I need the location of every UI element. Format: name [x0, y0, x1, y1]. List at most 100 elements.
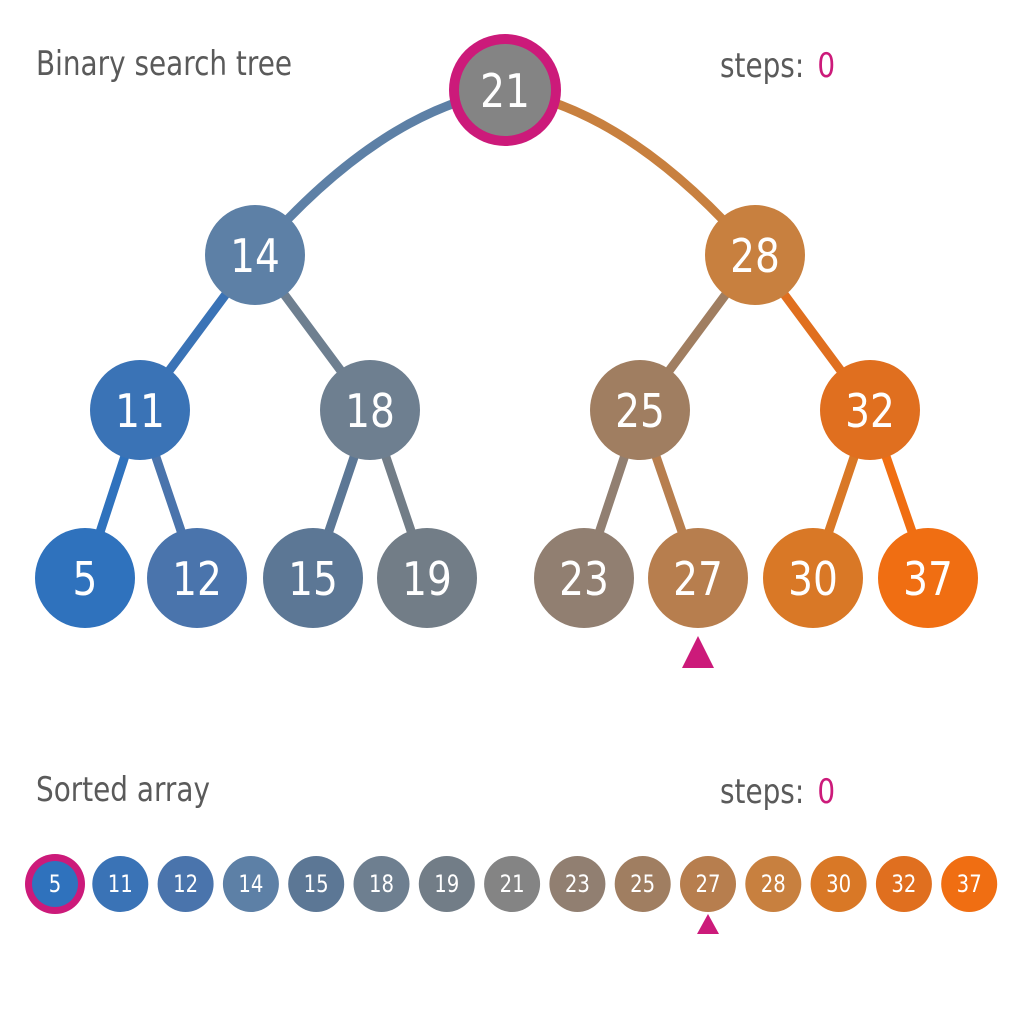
tree-edges: [80, 85, 933, 583]
array-item-15: 15: [288, 856, 345, 912]
tree-node-circle: [459, 44, 551, 136]
tree-node-circle: [377, 528, 477, 628]
array-item-5: 5: [25, 854, 85, 914]
tree-node-label: 37: [903, 553, 953, 607]
array-target-marker: [697, 914, 719, 934]
array-item-circle: [745, 856, 802, 912]
tree-steps-value: 0: [817, 46, 836, 86]
tree-node-label: 5: [73, 553, 98, 607]
tree-node-circle: [878, 528, 978, 628]
array-items: 5 11 12 14 15 18 19 21 23 25 27 28 30 32 37: [25, 854, 998, 934]
tree-steps-counter: steps: 0: [720, 46, 835, 86]
tree-node-circle: [35, 528, 135, 628]
tree-node-18: 18: [320, 360, 420, 460]
tree-node-14: 14: [205, 205, 305, 305]
tree-title: Binary search tree: [36, 44, 293, 84]
tree-node-circle: [147, 528, 247, 628]
tree-node-label: 19: [402, 553, 452, 607]
array-item-18: 18: [353, 856, 410, 912]
tree-node-5: 5: [35, 528, 135, 628]
array-item-32: 32: [875, 856, 932, 912]
array-title: Sorted array: [36, 770, 210, 810]
tree-node-label: 25: [615, 385, 665, 439]
tree-node-27: 27: [648, 528, 748, 668]
tree-node-11: 11: [90, 360, 190, 460]
array-item-label: 18: [369, 871, 394, 898]
array-item-circle: [157, 856, 214, 912]
array-item-30: 30: [810, 856, 867, 912]
array-item-19: 19: [418, 856, 475, 912]
array-steps-value: 0: [817, 772, 836, 812]
tree-node-circle: [648, 528, 748, 628]
array-item-label: 23: [565, 871, 590, 898]
array-item-circle: [680, 856, 736, 912]
array-item-label: 15: [304, 871, 329, 898]
array-item-21: 21: [484, 856, 541, 912]
tree-node-28: 28: [705, 205, 805, 305]
array-item-label: 28: [761, 871, 786, 898]
tree-node-23: 23: [534, 528, 634, 628]
tree-node-12: 12: [147, 528, 247, 628]
array-item-28: 28: [745, 856, 802, 912]
tree-node-15: 15: [263, 528, 363, 628]
tree-node-label: 18: [345, 385, 395, 439]
array-item-label: 27: [695, 871, 720, 898]
tree-node-circle: [820, 360, 920, 460]
tree-node-label: 30: [788, 553, 838, 607]
tree-node-circle: [263, 528, 363, 628]
array-item-label: 12: [173, 871, 198, 898]
array-item-12: 12: [157, 856, 214, 912]
tree-node-19: 19: [377, 528, 477, 628]
array-item-label: 19: [434, 871, 459, 898]
tree-node-label: 12: [172, 553, 222, 607]
array-item-label: 5: [49, 871, 62, 898]
tree-node-circle: [534, 528, 634, 628]
tree-target-marker: [682, 636, 714, 668]
array-item-label: 25: [630, 871, 655, 898]
array-item-circle: [92, 856, 149, 912]
array-item-circle: [418, 856, 475, 912]
tree-node-label: 21: [480, 65, 530, 119]
array-item-circle: [549, 856, 606, 912]
array-item-label: 14: [238, 871, 263, 898]
tree-node-circle: [590, 360, 690, 460]
array-item-circle: [941, 856, 998, 912]
array-item-11: 11: [92, 856, 149, 912]
array-item-circle: [810, 856, 867, 912]
array-item-circle: [484, 856, 541, 912]
tree-node-25: 25: [590, 360, 690, 460]
tree-node-circle: [205, 205, 305, 305]
array-item-label: 32: [891, 871, 916, 898]
array-item-23: 23: [549, 856, 606, 912]
tree-node-circle: [90, 360, 190, 460]
array-item-27: 27: [680, 856, 736, 934]
tree-node-37: 37: [878, 528, 978, 628]
array-item-circle: [222, 856, 279, 912]
array-steps-counter: steps: 0: [720, 772, 835, 812]
array-item-circle: [614, 856, 671, 912]
tree-node-21: 21: [449, 34, 561, 146]
tree-node-label: 23: [559, 553, 609, 607]
array-steps-label: steps:: [720, 772, 805, 812]
tree-node-label: 28: [730, 230, 780, 284]
tree-nodes: 21 14 28 11 18 25 32 5 12 15 19 23 27 30 37: [35, 34, 978, 668]
tree-node-30: 30: [763, 528, 863, 628]
tree-node-label: 32: [845, 385, 895, 439]
tree-node-label: 14: [230, 230, 280, 284]
array-item-label: 37: [957, 871, 982, 898]
tree-node-label: 11: [115, 385, 165, 439]
tree-node-circle: [705, 205, 805, 305]
array-item-37: 37: [941, 856, 998, 912]
array-item-label: 30: [826, 871, 851, 898]
tree-node-label: 15: [288, 553, 338, 607]
array-item-circle: [875, 856, 932, 912]
array-item-circle: [288, 856, 345, 912]
array-item-14: 14: [222, 856, 279, 912]
tree-node-circle: [320, 360, 420, 460]
tree-steps-label: steps:: [720, 46, 805, 86]
array-item-circle: [32, 861, 78, 907]
array-item-label: 11: [108, 871, 133, 898]
array-item-25: 25: [614, 856, 671, 912]
tree-node-circle: [763, 528, 863, 628]
